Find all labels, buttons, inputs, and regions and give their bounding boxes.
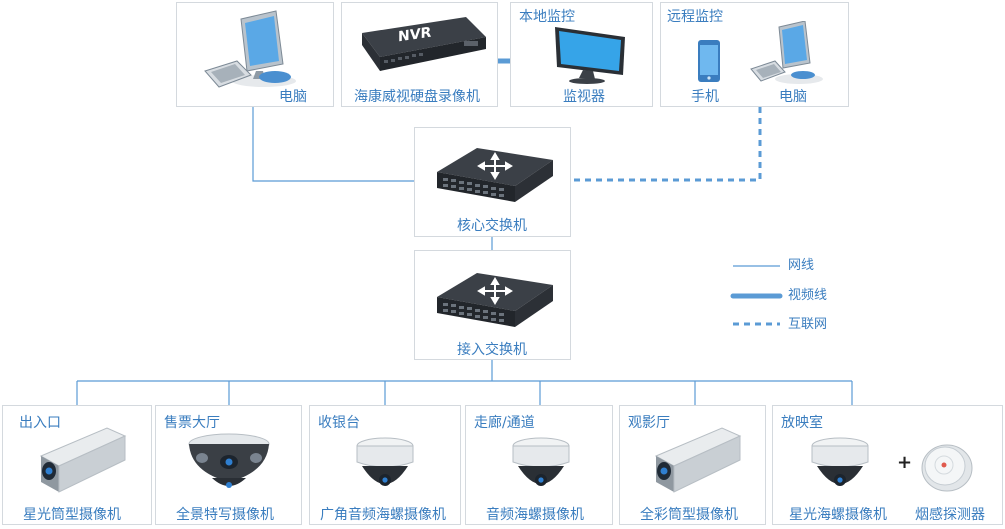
legend-label-network-cable: 网线 xyxy=(788,258,815,273)
cable-pc-to-core xyxy=(252,107,414,182)
monitor-icon xyxy=(555,27,625,84)
camera-label-ticket-hall: 全景特写摄像机 xyxy=(176,507,274,523)
pc-left-label: 电脑 xyxy=(279,89,307,105)
camera-box-cashier: 收银台 广角音频海螺摄像机 xyxy=(309,405,461,525)
camera-box-ticket-hall: 售票大厅 全景特写摄像机 xyxy=(155,405,302,525)
camera-title-ticket-hall: 售票大厅 xyxy=(164,415,220,431)
camera-title-corridor: 走廊/通道 xyxy=(474,415,535,431)
smoke-detector-label: 烟感探测器 xyxy=(915,507,985,523)
camera-label-viewing-hall: 全彩筒型摄像机 xyxy=(640,507,738,523)
nvr-box: NVR 海康威视硬盘录像机 xyxy=(341,2,498,107)
access-switch-label: 接入交换机 xyxy=(457,342,527,358)
mobile-phone-icon xyxy=(698,40,720,82)
legend-label-video-cable: 视频线 xyxy=(788,288,828,303)
bullet-camera-icon xyxy=(654,427,742,493)
desktop-computer-icon xyxy=(204,10,296,88)
legend-label-internet: 互联网 xyxy=(788,317,828,332)
local-monitor-label: 监视器 xyxy=(563,89,605,105)
smoke-detector-icon xyxy=(921,444,973,492)
core-switch-label: 核心交换机 xyxy=(457,218,527,234)
camera-label-cashier: 广角音频海螺摄像机 xyxy=(320,507,446,523)
remote-monitor-box: 远程监控 手机 电脑 xyxy=(660,2,849,107)
panoramic-camera-icon xyxy=(188,433,270,488)
local-monitor-title: 本地监控 xyxy=(519,9,575,25)
pc-left-box: 电脑 xyxy=(176,2,334,107)
access-switch-icon xyxy=(437,273,553,327)
camera-title-entrance: 出入口 xyxy=(19,415,61,431)
remote-desktop-computer-icon xyxy=(750,21,823,84)
dome-camera-icon xyxy=(356,437,414,486)
nvr-label: 海康威视硬盘录像机 xyxy=(354,89,480,105)
phone-label: 手机 xyxy=(691,89,719,105)
dome-camera-icon xyxy=(512,437,570,486)
core-switch-box: 核心交换机 xyxy=(414,127,571,237)
nvr-device-icon xyxy=(362,17,486,71)
camera-title-cashier: 收银台 xyxy=(318,415,360,431)
core-switch-icon xyxy=(437,148,553,202)
camera-label-corridor: 音频海螺摄像机 xyxy=(486,507,584,523)
access-switch-box: 接入交换机 xyxy=(414,250,571,360)
camera-box-viewing-hall: 观影厅 全彩筒型摄像机 xyxy=(619,405,766,525)
remote-monitor-title: 远程监控 xyxy=(667,9,723,25)
plus-sign: + xyxy=(897,452,913,473)
camera-box-projection-room: 放映室 + 星光海螺摄像机 烟感探测器 xyxy=(772,405,1003,525)
camera-box-entrance: 出入口 星光筒型摄像机 xyxy=(2,405,152,525)
dome-camera-icon xyxy=(811,437,869,486)
camera-title-viewing-hall: 观影厅 xyxy=(628,415,670,431)
camera-label-projection-room: 星光海螺摄像机 xyxy=(789,507,887,523)
internet-dashed-line xyxy=(572,107,762,182)
bullet-camera-icon xyxy=(39,427,127,493)
camera-box-corridor: 走廊/通道 音频海螺摄像机 xyxy=(465,405,613,525)
remote-pc-label: 电脑 xyxy=(779,89,807,105)
camera-label-entrance: 星光筒型摄像机 xyxy=(23,507,121,523)
local-monitor-box: 本地监控 监视器 xyxy=(510,2,653,107)
camera-title-projection-room: 放映室 xyxy=(781,415,823,431)
